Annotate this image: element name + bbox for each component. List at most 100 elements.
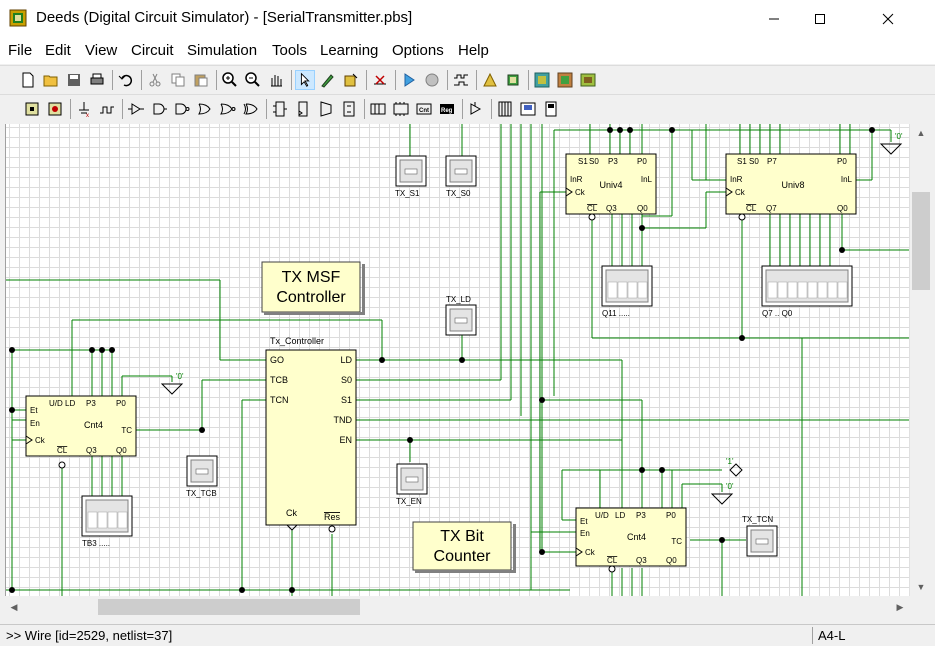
horizontal-scroll-thumb[interactable]	[98, 599, 360, 615]
or-gate-button[interactable]	[195, 99, 215, 119]
menu-circuit[interactable]: Circuit	[131, 42, 174, 59]
vhdl-export-icon	[580, 73, 596, 87]
pan-hand-button[interactable]	[266, 70, 286, 90]
cnt-button[interactable]: Cnt	[414, 99, 434, 119]
fsm-button[interactable]	[480, 70, 500, 90]
scroll-left-arrow-icon[interactable]: ◀	[10, 601, 18, 612]
ground-button[interactable]: x	[74, 99, 94, 119]
copy-button[interactable]	[168, 70, 188, 90]
nor-gate-button[interactable]	[218, 99, 238, 119]
buffer-gate-button[interactable]	[126, 99, 146, 119]
schematic-canvas[interactable]: TX MSF Controller TX Bit Counter Tx_Cont…	[5, 124, 910, 596]
input-switch-button[interactable]	[22, 99, 42, 119]
open-folder-icon	[43, 75, 58, 87]
display-tb3[interactable]: TB3 .....	[81, 495, 133, 548]
zoom-out-button[interactable]	[243, 70, 263, 90]
display-q11[interactable]: Q11 .....	[601, 265, 653, 318]
univ8-shift-register[interactable]: S1 S0 P7 P0 InR InL Univ8 Ck CL Q7 Q0	[725, 153, 857, 221]
display-tb3-label: TB3 .....	[82, 539, 110, 548]
and-gate-button[interactable]	[149, 99, 169, 119]
univ8-q0: Q0	[837, 204, 848, 213]
tx-msf-controller-note[interactable]: TX MSF Controller	[261, 261, 365, 315]
univ4-p3: P3	[608, 157, 618, 166]
clock-source-button[interactable]	[97, 99, 117, 119]
tx-bit-title: TX Bit	[440, 528, 484, 545]
wire-pen-button[interactable]	[318, 70, 338, 90]
output-led-button[interactable]	[45, 99, 65, 119]
constant-one[interactable]: '1'	[726, 457, 743, 477]
print-button[interactable]	[87, 70, 107, 90]
close-button[interactable]	[865, 0, 911, 38]
mux-button[interactable]	[270, 99, 290, 119]
univ8-s1: S1	[737, 157, 747, 166]
tristate-button[interactable]	[466, 99, 486, 119]
probe-tx-ld[interactable]: TX_LD	[445, 295, 477, 336]
tx-controller-block[interactable]: Tx_Controller GO TCB TCN LD S0 S1 TND EN…	[265, 336, 357, 533]
constant-zero-top[interactable]: '0'	[879, 132, 903, 155]
probe-tx-s0[interactable]: TX_S0	[445, 155, 477, 198]
menu-learning[interactable]: Learning	[320, 42, 379, 59]
vhdl-export-button[interactable]	[578, 70, 598, 90]
probe-tx-en[interactable]: TX_EN	[396, 463, 428, 506]
paste-button[interactable]	[191, 70, 211, 90]
menu-tools[interactable]: Tools	[272, 42, 308, 59]
scroll-right-arrow-icon[interactable]: ▶	[896, 601, 904, 612]
display-button[interactable]	[518, 99, 538, 119]
fpga-board-button[interactable]	[532, 70, 552, 90]
vertical-scrollbar[interactable]: ▲ ▼	[909, 124, 932, 596]
menu-options[interactable]: Options	[392, 42, 444, 59]
nand-gate-button[interactable]	[172, 99, 192, 119]
tx-bit-counter-note[interactable]: TX Bit Counter	[412, 521, 516, 573]
menu-edit[interactable]: Edit	[45, 42, 71, 59]
horizontal-scrollbar[interactable]: ◀ ▶	[5, 596, 909, 618]
univ4-shift-register[interactable]: S1 S0 P3 P0 InR InL Univ4 Ck CL Q3 Q0	[565, 153, 657, 221]
menu-file[interactable]: File	[8, 42, 33, 59]
open-folder-button[interactable]	[41, 70, 61, 90]
menu-help[interactable]: Help	[458, 42, 489, 59]
fpga-chip-button[interactable]	[555, 70, 575, 90]
zoom-out-icon	[245, 72, 260, 87]
display-q7-q0[interactable]: Q7 .. Q0	[761, 265, 853, 318]
zoom-in-button[interactable]	[220, 70, 240, 90]
cnt4a-tc: TC	[121, 426, 132, 435]
latch-button[interactable]	[339, 99, 359, 119]
register-button[interactable]	[368, 99, 388, 119]
keypad-button[interactable]	[541, 99, 561, 119]
cnt4a-q0: Q0	[116, 446, 127, 455]
stop-simulation-button[interactable]	[422, 70, 442, 90]
chip-button[interactable]	[503, 70, 523, 90]
cnt4-bottom-counter[interactable]: U/D LD P3 P0 Et En Cnt4 TC Ck CL Q3 Q0	[575, 507, 687, 573]
maximize-button[interactable]	[797, 0, 843, 38]
minimize-button[interactable]	[751, 0, 797, 38]
vertical-scroll-thumb[interactable]	[912, 192, 930, 290]
counter-button[interactable]	[391, 99, 411, 119]
constant-zero-left[interactable]: '0'	[160, 372, 184, 395]
probe-tx-tcb[interactable]: TX_TCB	[186, 455, 218, 498]
cut-button[interactable]	[145, 70, 165, 90]
undo-button[interactable]	[116, 70, 136, 90]
scroll-up-arrow-icon[interactable]: ▲	[916, 128, 926, 138]
cnt4b-tc: TC	[671, 537, 682, 546]
input-switch-icon	[25, 102, 39, 116]
constant-zero-bottom[interactable]: '0'	[710, 482, 734, 505]
cnt4-left-counter[interactable]: U/D LD P3 P0 Et En Cnt4 TC Ck CL Q3 Q0	[25, 395, 137, 469]
select-pointer-button[interactable]	[295, 70, 315, 90]
wires[interactable]	[6, 124, 910, 596]
component-edit-button[interactable]	[341, 70, 361, 90]
menu-view[interactable]: View	[85, 42, 118, 59]
flipflop-button[interactable]	[293, 99, 313, 119]
run-simulation-button[interactable]	[399, 70, 419, 90]
xor-gate-button[interactable]	[241, 99, 261, 119]
probe-tx-s1[interactable]: TX_S1	[395, 155, 427, 198]
decoder-button[interactable]	[316, 99, 336, 119]
save-button[interactable]	[64, 70, 84, 90]
clear-button[interactable]	[370, 70, 390, 90]
reg-button[interactable]: Reg	[437, 99, 457, 119]
nor-gate-icon	[220, 103, 236, 115]
new-file-button[interactable]	[18, 70, 38, 90]
bus-button[interactable]	[495, 99, 515, 119]
probe-tx-tcn[interactable]: TX_TCN	[742, 515, 778, 557]
scroll-down-arrow-icon[interactable]: ▼	[916, 582, 926, 592]
timing-diagram-button[interactable]	[451, 70, 471, 90]
menu-simulation[interactable]: Simulation	[187, 42, 258, 59]
